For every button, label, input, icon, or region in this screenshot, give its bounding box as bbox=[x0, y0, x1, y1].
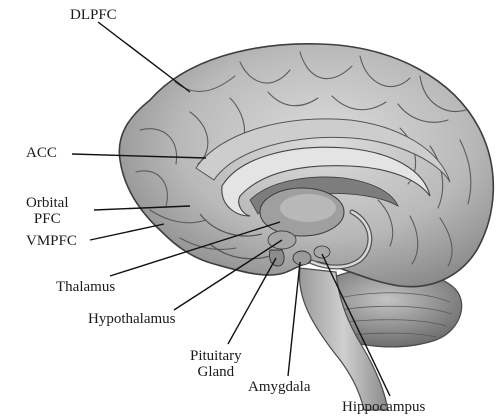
label-pituitary-gland: Pituitary Gland bbox=[190, 348, 242, 380]
label-dlpfc: DLPFC bbox=[70, 8, 117, 23]
label-vmpfc: VMPFC bbox=[26, 234, 77, 249]
label-hypothalamus: Hypothalamus bbox=[88, 312, 176, 327]
label-pituitary-line1: Pituitary bbox=[190, 348, 242, 364]
label-thalamus: Thalamus bbox=[56, 280, 115, 295]
label-orbital-pfc-line1: Orbital bbox=[26, 195, 69, 211]
label-pituitary-line2: Gland bbox=[190, 364, 242, 380]
label-orbital-pfc: Orbital PFC bbox=[26, 195, 69, 227]
label-acc: ACC bbox=[26, 146, 57, 161]
label-hippocampus: Hippocampus bbox=[342, 400, 425, 415]
label-orbital-pfc-line2: PFC bbox=[26, 211, 69, 227]
amygdala-region bbox=[293, 251, 311, 265]
label-amygdala: Amygdala bbox=[248, 380, 310, 395]
